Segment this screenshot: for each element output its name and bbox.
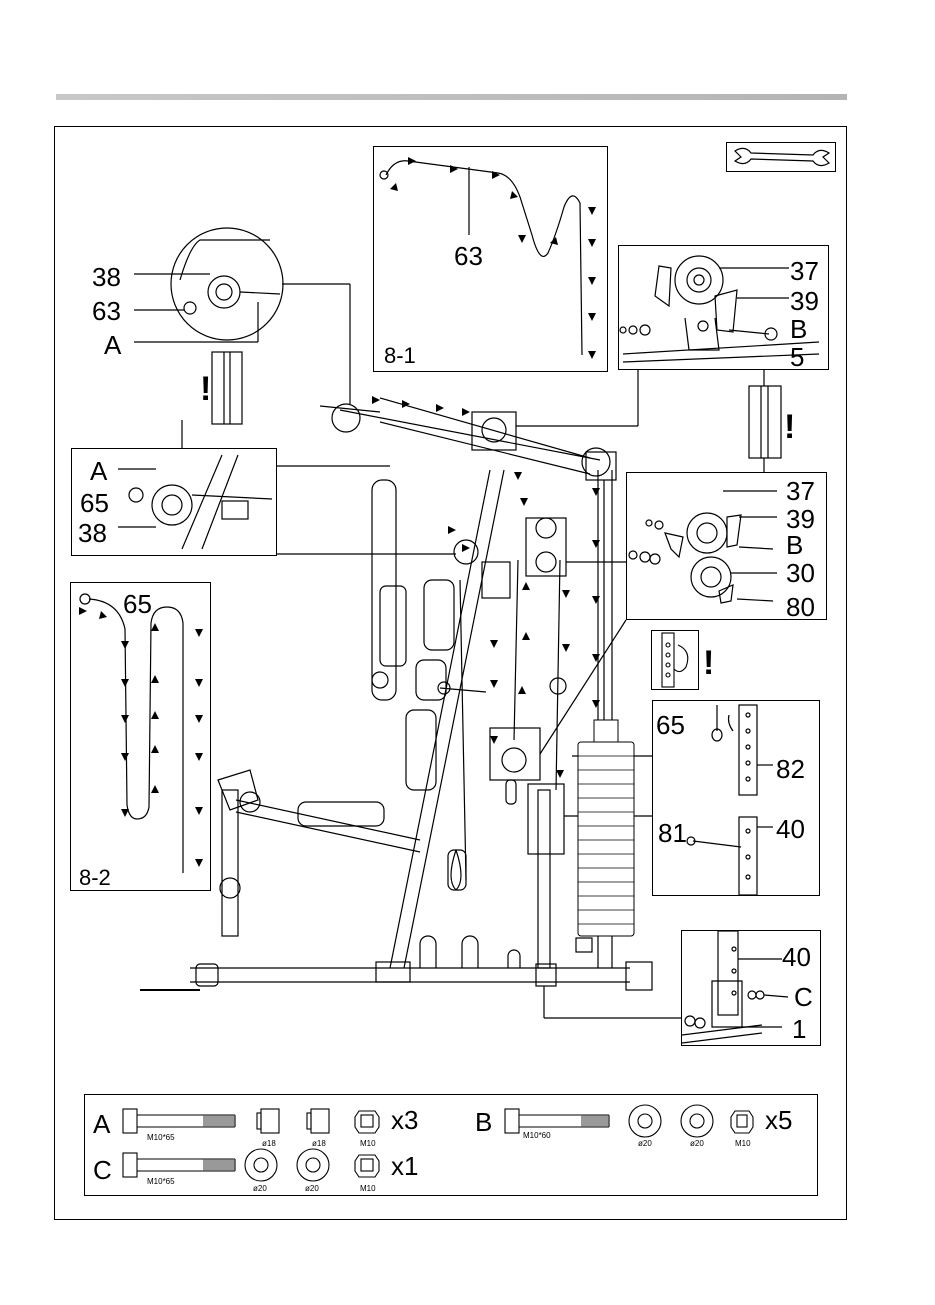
washer-size-B-2: ø20: [690, 1139, 704, 1148]
detail-box-8-2: 65 8-2: [70, 582, 211, 891]
wrench-icon: [733, 147, 831, 167]
callout-label-65-mid: 65: [80, 488, 109, 518]
detail-box-8-1: 63 8-1: [373, 146, 608, 372]
warning-icon-hook: !: [703, 644, 715, 682]
bolt-size-B: M10*60: [523, 1131, 551, 1140]
part-number-65: 65: [123, 589, 152, 619]
cable-63-diagram: [379, 157, 596, 359]
detail-box-double-pulley: [626, 472, 827, 620]
washer-size-C-1: ø20: [253, 1184, 267, 1193]
selector-rod-drawing: [686, 704, 773, 896]
detail-box-base-bolt: [681, 930, 821, 1046]
callout-label-40-base: 40: [782, 942, 811, 972]
hook-icon: [661, 632, 689, 688]
assembly-step-frame: [54, 126, 847, 1220]
callout-label-38-mid: 38: [78, 518, 107, 548]
detail-box-pulley-37: [618, 245, 829, 370]
callout-label-1: 1: [792, 1014, 807, 1044]
callout-label-39: 39: [790, 286, 819, 316]
bolt-size-A: M10*65: [147, 1133, 175, 1142]
base-bolt-drawing: [681, 930, 789, 1044]
callout-label-5: 5: [790, 342, 805, 372]
detail-label-8-1: 8-1: [384, 343, 416, 368]
nut-size-A: M10: [360, 1139, 376, 1148]
hardware-drawings: [122, 1104, 754, 1182]
bolt-size-C: M10*65: [147, 1177, 175, 1186]
pulley-assembly-drawing: [118, 454, 273, 550]
callout-label-37-mid: 37: [786, 476, 815, 506]
hardware-qty-C: x1: [391, 1151, 419, 1181]
callout-label-63: 63: [92, 296, 121, 326]
callout-label-B: B: [790, 314, 808, 344]
detail-label-8-2: 8-2: [79, 865, 111, 890]
warning-icon: !: [200, 370, 212, 408]
callout-label-37: 37: [790, 256, 819, 286]
hardware-qty-B: x5: [765, 1105, 793, 1135]
washer-size-C-2: ø20: [305, 1184, 319, 1193]
callout-label-82: 82: [776, 754, 805, 784]
callout-label-38: 38: [92, 262, 121, 292]
hardware-letter-C: C: [93, 1155, 112, 1185]
callout-label-39-mid: 39: [786, 504, 815, 534]
pulley-bracket-drawing: [619, 255, 820, 363]
callout-label-B-mid: B: [786, 530, 804, 560]
header-rule: [56, 94, 847, 100]
nut-size-C: M10: [360, 1184, 376, 1193]
double-pulley-drawing: [628, 490, 777, 604]
hardware-legend: A M10*65 ø18 ø18 M10 x3 B M10*60 ø20 ø20…: [84, 1094, 818, 1196]
wrench-tool-box: [726, 142, 836, 172]
callout-label-80: 80: [786, 592, 815, 622]
callout-label-40: 40: [776, 814, 805, 844]
washer-size-B-1: ø20: [638, 1139, 652, 1148]
nut-size-B: M10: [735, 1139, 751, 1148]
callout-label-C: C: [794, 982, 813, 1012]
detail-box-selector: [652, 700, 820, 896]
spacer-size-A-2: ø18: [312, 1139, 326, 1148]
callout-label-81: 81: [658, 818, 687, 848]
callout-label-A: A: [104, 330, 122, 360]
callout-label-A-mid: A: [90, 456, 108, 486]
cable-65-diagram: [79, 593, 203, 873]
hardware-qty-A: x3: [391, 1105, 419, 1135]
detail-box-pulley-65: [71, 448, 277, 556]
hardware-letter-A: A: [93, 1109, 111, 1139]
warning-icon-right: !: [784, 408, 796, 446]
spacer-size-A-1: ø18: [262, 1139, 276, 1148]
hook-warning-box: [651, 630, 699, 690]
callout-label-65-selector: 65: [656, 710, 685, 740]
callout-label-30: 30: [786, 558, 815, 588]
part-number-63: 63: [454, 241, 483, 271]
hardware-letter-B: B: [475, 1107, 493, 1137]
